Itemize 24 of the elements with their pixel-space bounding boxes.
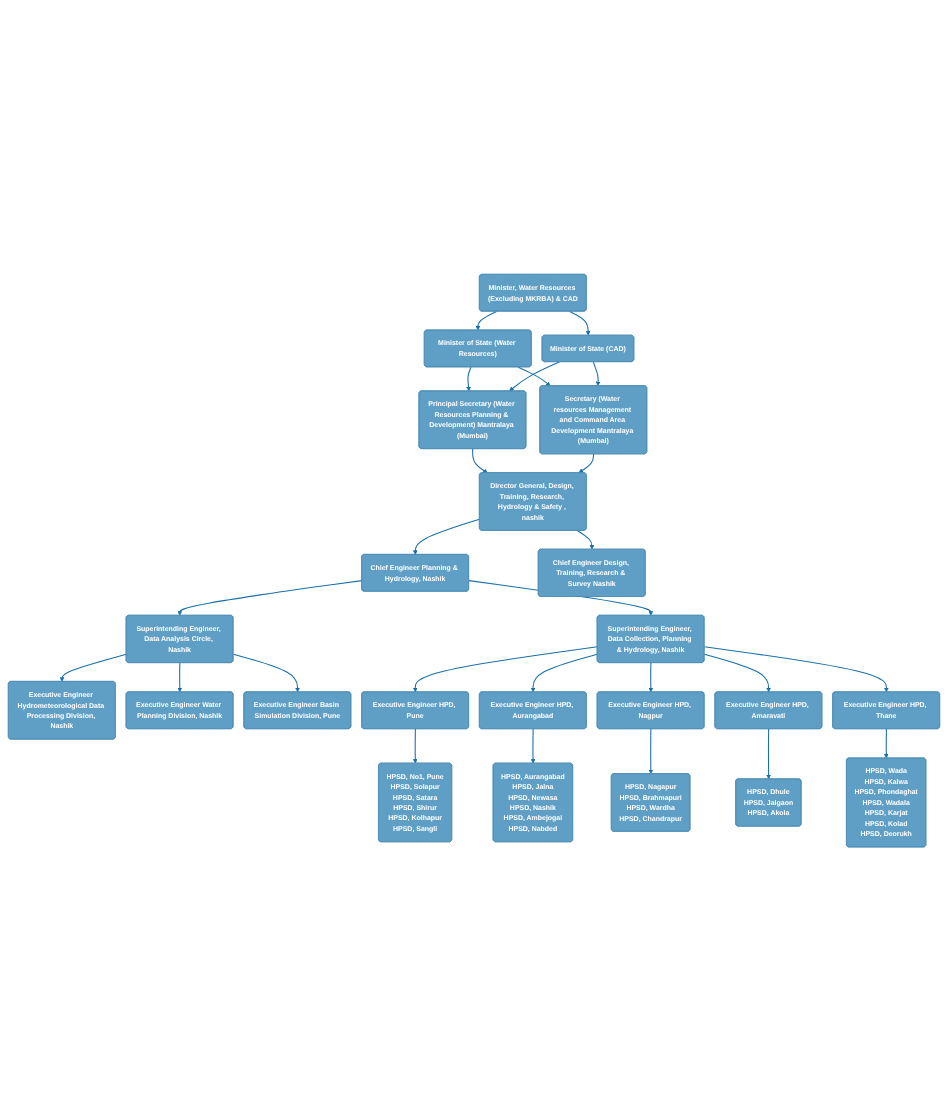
arrow — [177, 661, 183, 692]
arrow — [472, 447, 488, 473]
arrow — [232, 653, 300, 692]
arrow — [412, 518, 481, 555]
arrow — [648, 661, 654, 692]
arrow — [517, 365, 551, 386]
arrow — [578, 452, 595, 473]
arrow — [530, 727, 536, 763]
arrow — [577, 529, 595, 549]
arrow — [509, 360, 560, 391]
arrow — [648, 727, 654, 774]
arrow — [766, 727, 771, 779]
arrow — [59, 653, 127, 682]
arrow — [466, 365, 472, 391]
arrow — [475, 310, 498, 330]
arrow — [883, 727, 889, 758]
arrow — [569, 310, 591, 335]
arrow — [412, 645, 598, 692]
arrow — [703, 653, 771, 692]
arrow — [412, 727, 418, 763]
arrow — [592, 360, 601, 386]
arrow — [530, 653, 598, 692]
arrow — [177, 579, 363, 616]
arrow — [703, 645, 889, 692]
